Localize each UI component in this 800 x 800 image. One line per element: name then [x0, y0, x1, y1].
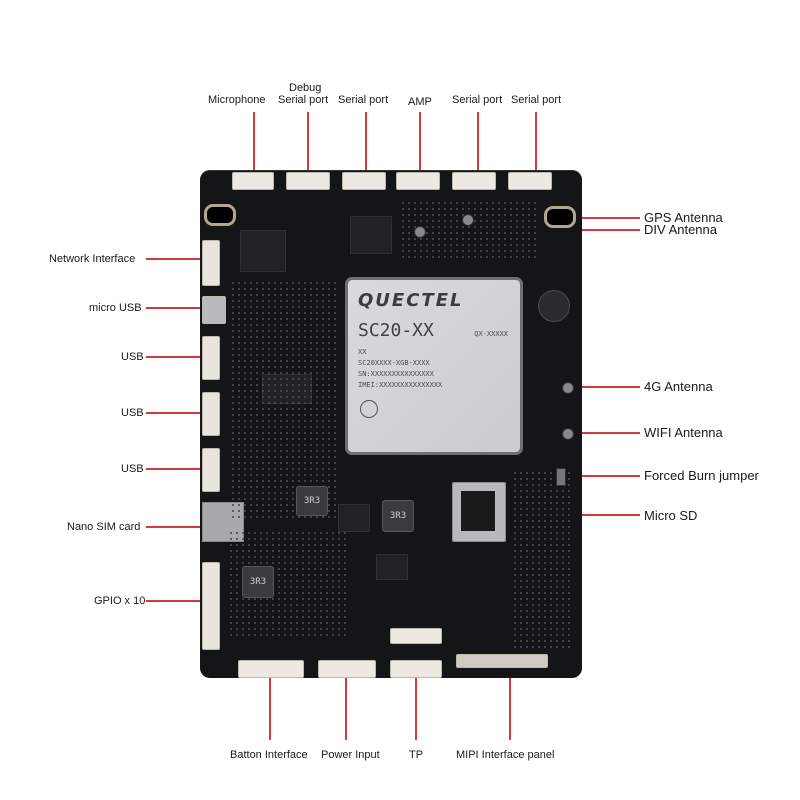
label-micro-usb: micro USB [89, 302, 142, 314]
label-debug-line1: Debug [289, 82, 322, 94]
label-usb-2: USB [121, 407, 144, 419]
power-input-connector [318, 660, 376, 678]
mipi-connector [456, 654, 548, 668]
label-serial-port-1: Serial port [338, 94, 389, 106]
module-brand: QUECTEL [358, 290, 464, 311]
label-debug-line2: Serial port [278, 94, 329, 106]
label-serial-port-2: Serial port [452, 94, 503, 106]
batton-connector [238, 660, 304, 678]
micro-usb-port [202, 296, 226, 324]
module-model: SC20-XX [358, 320, 434, 341]
label-tp: TP [409, 749, 424, 761]
ic-chip [350, 216, 392, 254]
microphone-connector [232, 172, 274, 190]
label-mipi-interface-panel: MIPI Interface panel [456, 749, 555, 761]
wifi-antenna-pad [562, 428, 574, 440]
inductor-3r3: 3R3 [382, 500, 414, 532]
inductor-3r3: 3R3 [242, 566, 274, 598]
label-usb-1: USB [121, 351, 144, 363]
label-amp: AMP [408, 96, 432, 108]
module-code: QX-XXXXX [474, 330, 508, 338]
tp-connector-upper [390, 628, 442, 644]
pcb-board: 3R3 3R3 3R3 QUECTEL SC20-XX QX-XXXXX XX … [200, 170, 582, 678]
label-nano-sim: Nano SIM card [67, 521, 141, 533]
amp-connector [396, 172, 440, 190]
module-line4: IMEI:XXXXXXXXXXXXXXX [358, 381, 443, 389]
usb-connector-2 [202, 392, 220, 436]
inductor-3r3: 3R3 [296, 486, 328, 516]
usb-connector-3 [202, 448, 220, 492]
ic-chip [376, 554, 408, 580]
label-power-input: Power Input [321, 749, 380, 761]
mounting-hole-left [204, 204, 236, 226]
label-gpio: GPIO x 10 [94, 595, 146, 607]
label-gps-antenna: GPS Antenna [644, 210, 723, 225]
serial-connector-1 [342, 172, 386, 190]
buzzer [538, 290, 570, 322]
ic-chip [338, 504, 370, 532]
forced-burn-jumper [556, 468, 566, 486]
micro-sd-slot [452, 482, 506, 542]
label-wifi-antenna: WIFI Antenna [644, 425, 723, 440]
gpio-connector [202, 562, 220, 650]
div-antenna-pad [414, 226, 426, 238]
label-microphone: Microphone [208, 94, 266, 106]
debug-serial-connector [286, 172, 330, 190]
module-line3: SN:XXXXXXXXXXXXXXX [358, 370, 434, 378]
serial-connector-2 [452, 172, 496, 190]
label-serial-port-3: Serial port [511, 94, 562, 106]
label-network-interface: Network Interface [49, 253, 136, 265]
usb-connector-1 [202, 336, 220, 380]
label-4g-antenna: 4G Antenna [644, 379, 713, 394]
serial-connector-3 [508, 172, 552, 190]
label-div-antenna: DIV Antenna [644, 222, 717, 237]
network-connector [202, 240, 220, 286]
module-line2: SC20XXXX-XGB-XXXX [358, 359, 430, 367]
component-area [230, 280, 340, 520]
label-usb-3: USB [121, 463, 144, 475]
4g-antenna-pad [562, 382, 574, 394]
ic-chip [240, 230, 286, 272]
module-line1: XX [358, 348, 367, 356]
component-area [512, 470, 572, 650]
gps-antenna-pad [462, 214, 474, 226]
label-micro-sd: Micro SD [644, 508, 698, 523]
quectel-module: QUECTEL SC20-XX QX-XXXXX XX SC20XXXX-XGB… [348, 280, 520, 452]
mounting-hole-right [544, 206, 576, 228]
label-batton-interface: Batton Interface [230, 749, 308, 761]
tp-connector [390, 660, 442, 678]
ccc-mark-icon [360, 400, 378, 418]
label-forced-burn-jumper: Forced Burn jumper [644, 468, 759, 483]
